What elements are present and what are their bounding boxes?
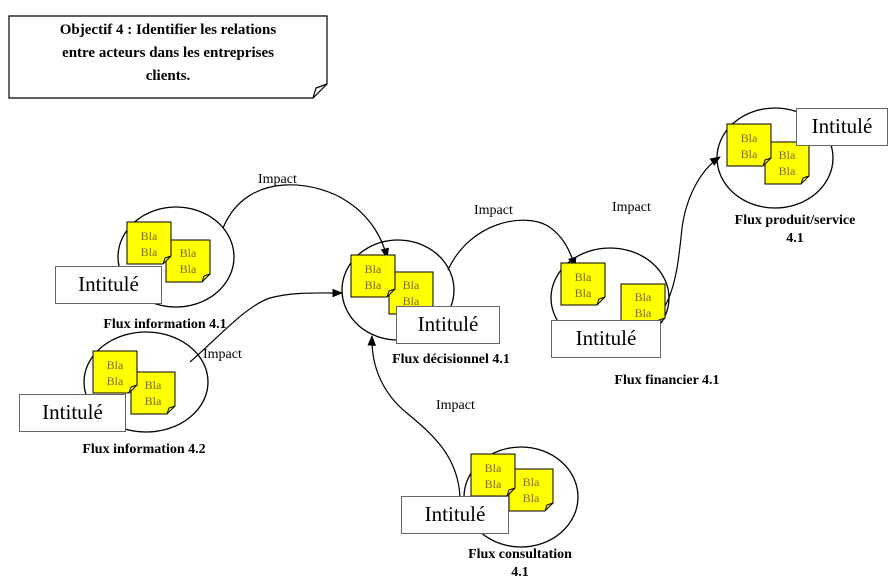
info1-note-back-text: Bla	[180, 246, 197, 260]
info1-note-back-text: Bla	[180, 262, 197, 276]
consult-note-back-text: Bla	[523, 475, 540, 489]
produit-intitule-box: Intitulé	[796, 108, 888, 146]
info2-note-front-text: Bla	[107, 374, 124, 388]
financier-note-back-text: Bla	[635, 306, 652, 320]
objective-box-fold	[312, 83, 328, 99]
info1-intitule-box: Intitulé	[55, 266, 162, 304]
edge-consult-decision	[367, 334, 461, 498]
consult-note-front-text: Bla	[485, 477, 502, 491]
info1-caption: Flux information 4.1	[103, 317, 227, 332]
produit-note-front-text: Bla	[741, 131, 758, 145]
objective-box: Objectif 4 : Identifier les relations en…	[9, 16, 327, 98]
impact-label-financier: Impact	[612, 200, 651, 215]
edge-info2-decision	[189, 288, 344, 363]
consult-caption-line-1: Flux consultation	[468, 547, 572, 562]
financier-note-front-text: Bla	[575, 270, 592, 284]
produit-caption-line-1: Flux produit/service	[734, 213, 856, 228]
edge-decision-financier	[447, 219, 577, 271]
objective-box-shape	[8, 15, 328, 99]
financier-note-back-text: Bla	[635, 290, 652, 304]
objective-line-2: entre acteurs dans les entreprises	[62, 45, 274, 61]
edge-financier-produit	[664, 156, 721, 307]
consult-note-back-text: Bla	[523, 491, 540, 505]
info2-note-back-text: Bla	[145, 378, 162, 392]
info2-intitule-box: Intitulé	[19, 394, 126, 432]
produit-note-back-text: Bla	[779, 148, 796, 162]
decision-caption: Flux décisionnel 4.1	[392, 352, 510, 367]
impact-label-consult: Impact	[436, 398, 475, 413]
objective-line-1: Objectif 4 : Identifier les relations	[59, 22, 277, 38]
info1-note-front-text: Bla	[141, 229, 158, 243]
decision-intitule-box: Intitulé	[396, 306, 500, 344]
info2-note-front-text: Bla	[107, 358, 124, 372]
decision-note-back-text: Bla	[403, 294, 420, 308]
info1-ellipse	[117, 206, 235, 308]
decision-note-back-text: Bla	[403, 278, 420, 292]
info2-note-back-text: Bla	[145, 394, 162, 408]
impact-label-decision: Impact	[474, 203, 513, 218]
financier-caption: Flux financier 4.1	[614, 373, 720, 388]
consult-caption-line-2: 4.1	[511, 565, 529, 580]
consult-intitule-box: Intitulé	[401, 496, 509, 534]
impact-label-info1: Impact	[258, 172, 297, 187]
produit-note-back-text: Bla	[779, 164, 796, 178]
decision-note-front-text: Bla	[365, 278, 382, 292]
info1-note-front-text: Bla	[141, 245, 158, 259]
produit-note-front-text: Bla	[741, 147, 758, 161]
info2-ellipse	[83, 331, 209, 433]
produit-caption-line-2: 4.1	[786, 231, 804, 246]
info2-caption: Flux information 4.2	[82, 442, 206, 457]
objective-line-3: clients.	[145, 68, 191, 84]
consult-note-front-text: Bla	[485, 461, 502, 475]
decision-note-front-text: Bla	[365, 262, 382, 276]
financier-intitule-box: Intitulé	[551, 320, 661, 358]
impact-label-info2: Impact	[203, 347, 242, 362]
edge-info1-decision	[222, 184, 390, 260]
financier-note-front-text: Bla	[575, 286, 592, 300]
